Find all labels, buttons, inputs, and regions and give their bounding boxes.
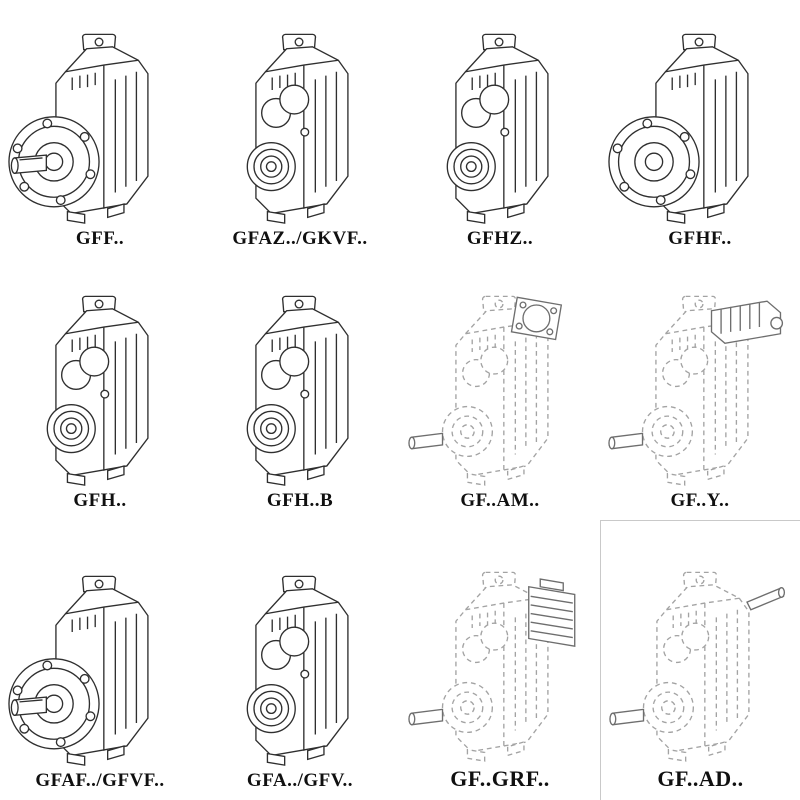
catalog-cell-gfa-gfv: GFA../GFV.. [200, 520, 400, 800]
catalog-cell-gf-ad: GF..AD.. [600, 520, 800, 800]
catalog-cell-gfaz-gkvf: GFAZ../GKVF.. [200, 0, 400, 258]
electric-motor [710, 300, 784, 344]
model-label: GFF.. [75, 228, 125, 249]
finned-adapter [528, 578, 576, 647]
output-shaft [408, 432, 444, 450]
model-label: GFH.. [73, 490, 127, 511]
gearbox-drawing-flange-hollow [608, 33, 749, 224]
model-label: GFH..B [266, 490, 334, 511]
model-label: GFAF../GFVF.. [35, 770, 165, 791]
model-label: GF..AM.. [460, 490, 540, 511]
catalog-cell-gfhz: GFHZ.. [400, 0, 600, 258]
model-label: GFAZ../GKVF.. [232, 228, 368, 249]
gearbox-drawing-hollow-shaft [446, 33, 549, 224]
gearbox-drawing-hollow-foot [246, 295, 349, 486]
model-label: GFA../GFV.. [246, 770, 354, 791]
output-shaft [608, 432, 644, 450]
mounting-flange [608, 116, 700, 208]
gearbox-drawing-hollow [46, 295, 149, 486]
gearbox-drawing-phantom-adapter-flange [408, 295, 562, 486]
catalog-cell-gff: GFF.. [0, 0, 200, 258]
catalog-cell-gf-am: GF..AM.. [400, 258, 600, 520]
motor-adapter-flange [510, 296, 562, 341]
gearbox-drawing-phantom-finned-adapter [408, 571, 576, 762]
gearbox-drawing-phantom-with-motor [608, 295, 784, 486]
catalog-cell-gfh: GFH.. [0, 258, 200, 520]
gearbox-drawing-flange-output [8, 575, 149, 766]
model-label: GF..GRF.. [450, 766, 550, 791]
catalog-cell-gfhf: GFHF.. [600, 0, 800, 258]
model-label: GFHF.. [668, 228, 732, 249]
catalog-cell-gfh-b: GFH..B [200, 258, 400, 520]
input-shaft-stub [745, 587, 785, 611]
gearbox-drawing-front-bores [246, 575, 349, 766]
output-shaft [10, 696, 48, 716]
output-shaft [608, 708, 644, 726]
catalog-cell-gfaf-gfvf: GFAF../GFVF.. [0, 520, 200, 800]
catalog-cell-gf-grf: GF..GRF.. [400, 520, 600, 800]
model-label: GFHZ.. [466, 228, 534, 249]
catalog-cell-gf-y: GF..Y.. [600, 258, 800, 520]
model-label: GF..Y.. [670, 490, 730, 511]
output-shaft [10, 154, 48, 174]
model-label: GF..AD.. [657, 766, 744, 791]
gearbox-drawing-front-bores [246, 33, 349, 224]
output-shaft [408, 708, 444, 726]
gearbox-drawing-phantom-input-shaft [608, 571, 785, 762]
gearbox-drawing-flange-output-shaft [8, 33, 149, 224]
